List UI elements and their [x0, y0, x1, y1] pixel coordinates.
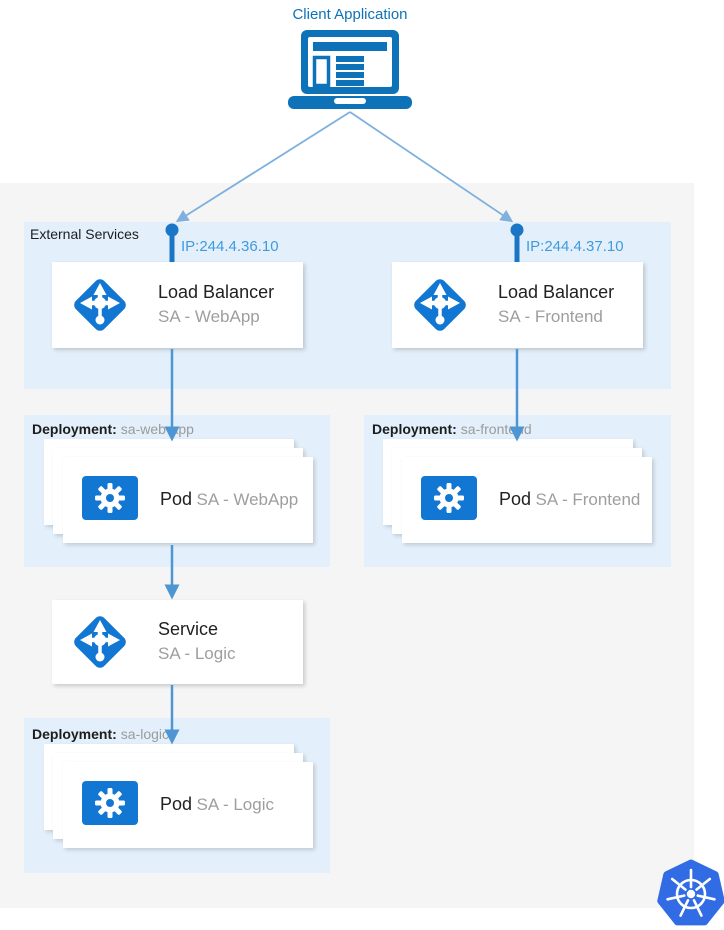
load-balancer-card-frontend: Load Balancer SA - Frontend — [392, 262, 643, 348]
card-subtitle: SA - WebApp — [158, 307, 260, 327]
deployment-label: Deployment: — [32, 726, 117, 742]
pod-card-sa-frontend: Pod SA - Frontend — [402, 457, 652, 543]
load-balancer-icon — [64, 269, 136, 341]
pod-card-sa-web-app: Pod SA - WebApp — [63, 457, 313, 543]
deployment-label-sa-web-app: Deployment:sa-web-app — [32, 421, 194, 437]
deployment-label-sa-logic: Deployment:sa-logic — [32, 726, 169, 742]
card-subtitle: SA - Frontend — [535, 490, 641, 509]
load-balancer-card-webapp: Load Balancer SA - WebApp — [52, 262, 303, 348]
card-title: Load Balancer — [158, 282, 275, 303]
service-card-sa-logic: Service SA - Logic — [52, 600, 303, 684]
card-title: Load Balancer — [498, 282, 615, 303]
laptop-icon — [288, 30, 412, 109]
deployment-label: Deployment: — [372, 421, 457, 437]
client-application-label: Client Application — [292, 6, 408, 23]
deployment-name: sa-frontend — [460, 421, 532, 437]
gear-icon — [82, 475, 138, 525]
deployment-name: sa-web-app — [120, 421, 194, 437]
pod-card-sa-logic: Pod SA - Logic — [63, 762, 313, 848]
card-subtitle: SA - Logic — [196, 795, 274, 814]
deployment-label-sa-frontend: Deployment:sa-frontend — [372, 421, 532, 437]
load-balancer-icon — [64, 606, 136, 678]
kubernetes-logo-icon — [657, 859, 724, 926]
ip-label-webapp: IP:244.4.36.10 — [181, 238, 279, 255]
ip-label-frontend: IP:244.4.37.10 — [526, 238, 624, 255]
card-subtitle: SA - WebApp — [196, 490, 299, 509]
card-title: Service — [158, 619, 219, 640]
load-balancer-icon — [404, 269, 476, 341]
card-subtitle: SA - Frontend — [498, 307, 603, 327]
external-services-label: External Services — [30, 226, 139, 242]
gear-icon — [421, 475, 477, 525]
gear-icon — [82, 780, 138, 830]
deployment-name: sa-logic — [120, 726, 170, 742]
card-title: Pod — [499, 489, 532, 509]
card-title: Pod — [160, 489, 193, 509]
card-title: Pod — [160, 794, 193, 814]
deployment-label: Deployment: — [32, 421, 117, 437]
card-subtitle: SA - Logic — [158, 644, 236, 664]
